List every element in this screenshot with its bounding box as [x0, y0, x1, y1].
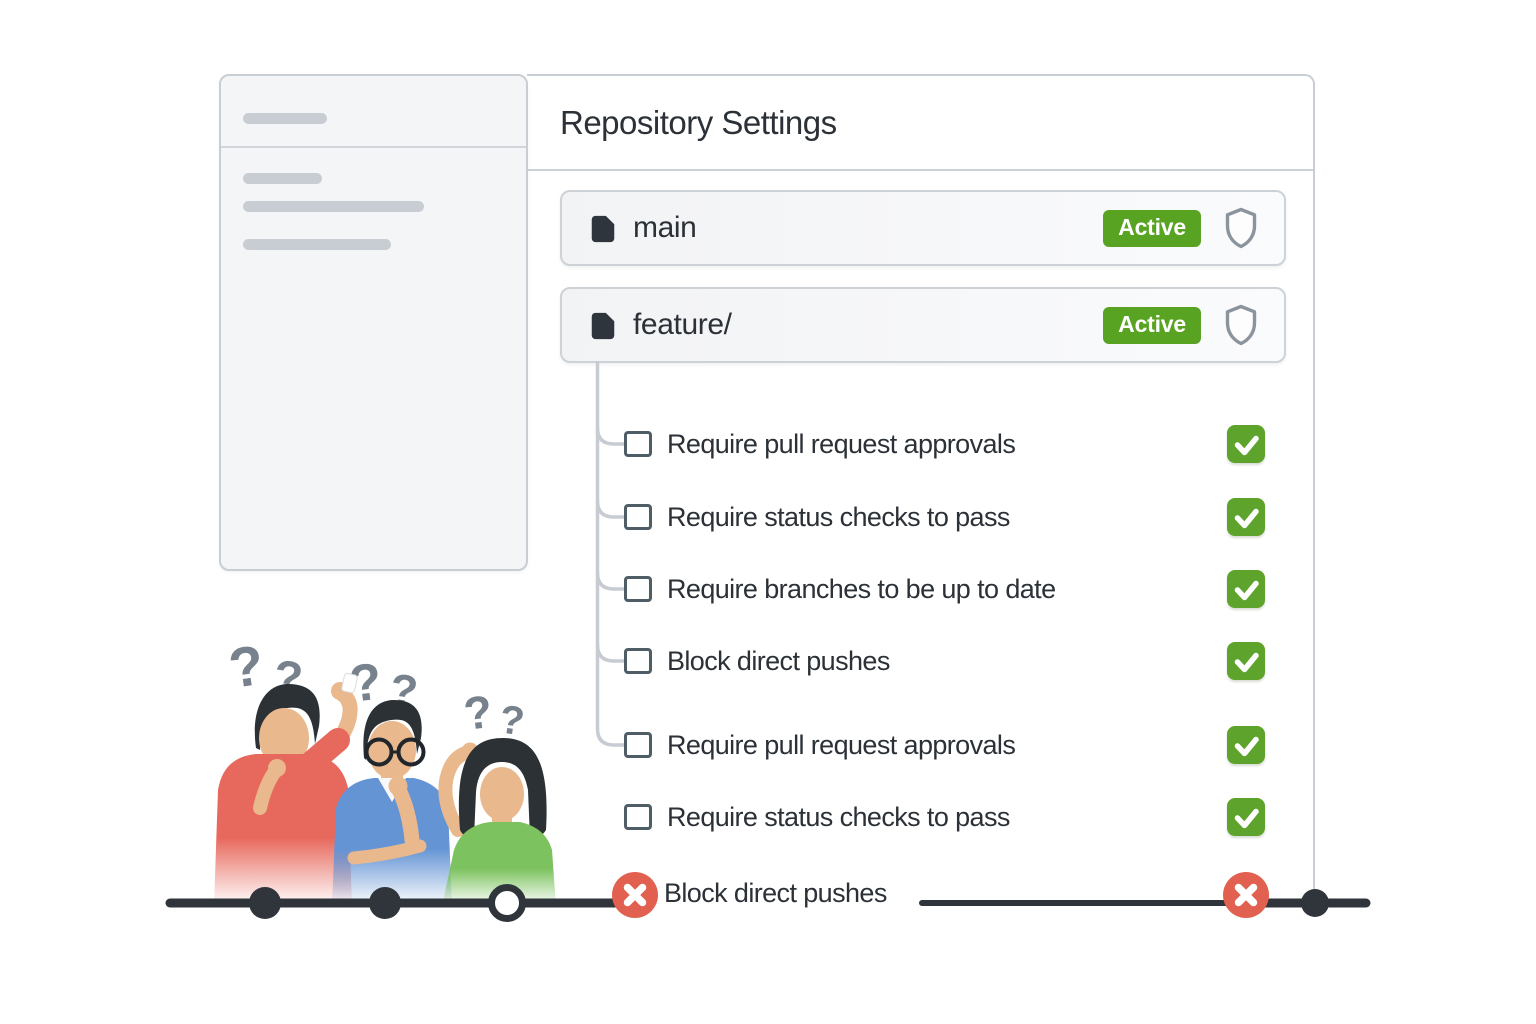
- checkbox[interactable]: [624, 431, 652, 457]
- checkbox[interactable]: [624, 804, 652, 830]
- person-red-shirt: [214, 673, 358, 906]
- commit-dot-open: [488, 884, 526, 922]
- commit-dot: [1301, 889, 1329, 917]
- panel-header: Repository Settings: [527, 76, 1313, 171]
- commit-dot: [249, 887, 281, 919]
- rule-row: Require status checks to pass: [624, 795, 1010, 839]
- rule-row: Require pull request approvals: [624, 422, 1016, 466]
- git-timeline: [165, 884, 1371, 922]
- checkbox[interactable]: [624, 576, 652, 602]
- check-pass-icon: [1227, 498, 1265, 536]
- shield-icon: [1222, 303, 1260, 347]
- shield-icon: [1222, 206, 1260, 250]
- rule-label: Require pull request approvals: [667, 428, 1016, 459]
- page-title: Repository Settings: [560, 103, 837, 141]
- person-green-shirt: [438, 738, 556, 906]
- svg-text:?: ?: [461, 685, 495, 740]
- rule-label: Block direct pushes: [667, 645, 890, 676]
- svg-text:?: ?: [497, 697, 527, 744]
- commit-dot: [369, 887, 401, 919]
- rule-label: Require status checks to pass: [667, 501, 1010, 532]
- file-icon: [591, 312, 615, 340]
- rule-row: Require pull request approvals: [624, 723, 1016, 767]
- branch-row-main[interactable]: main Active: [560, 190, 1286, 266]
- confused-people-illustration: ? ? ? ? ? ?: [214, 633, 556, 906]
- rule-label: Require pull request approvals: [667, 729, 1016, 760]
- sidebar-header: [221, 76, 526, 148]
- rule-row-blocked: Block direct pushes: [664, 871, 887, 915]
- checkbox[interactable]: [624, 732, 652, 758]
- svg-text:?: ?: [225, 633, 268, 700]
- branch-row-feature[interactable]: feature/ Active: [560, 287, 1286, 363]
- sidebar-placeholder-item: [243, 201, 424, 212]
- sidebar-placeholder-item: [243, 239, 391, 250]
- active-badge: Active: [1103, 209, 1201, 247]
- checkbox[interactable]: [624, 648, 652, 674]
- tree-connector-lines: [595, 361, 626, 747]
- check-pass-icon: [1227, 570, 1265, 608]
- check-pass-icon: [1227, 642, 1265, 680]
- person-blue-shirt: [332, 700, 452, 906]
- rule-label: Require status checks to pass: [667, 801, 1010, 832]
- rule-label: Block direct pushes: [664, 878, 887, 908]
- rule-row: Require status checks to pass: [624, 495, 1010, 539]
- file-icon: [591, 215, 615, 243]
- check-pass-icon: [1227, 425, 1265, 463]
- rule-row: Block direct pushes: [624, 639, 890, 683]
- branch-name: feature/: [633, 308, 732, 341]
- checkbox[interactable]: [624, 504, 652, 530]
- blocked-x-icon: [612, 872, 658, 918]
- sidebar-placeholder-title: [243, 113, 327, 124]
- sidebar: [219, 74, 528, 571]
- blocked-x-icon: [1223, 872, 1269, 918]
- rule-row: Require branches to be up to date: [624, 567, 1056, 611]
- sidebar-placeholder-item: [243, 173, 322, 184]
- check-pass-icon: [1227, 798, 1265, 836]
- branch-name: main: [633, 211, 697, 244]
- active-badge: Active: [1103, 306, 1201, 344]
- rule-label: Require branches to be up to date: [667, 573, 1056, 604]
- check-pass-icon: [1227, 726, 1265, 764]
